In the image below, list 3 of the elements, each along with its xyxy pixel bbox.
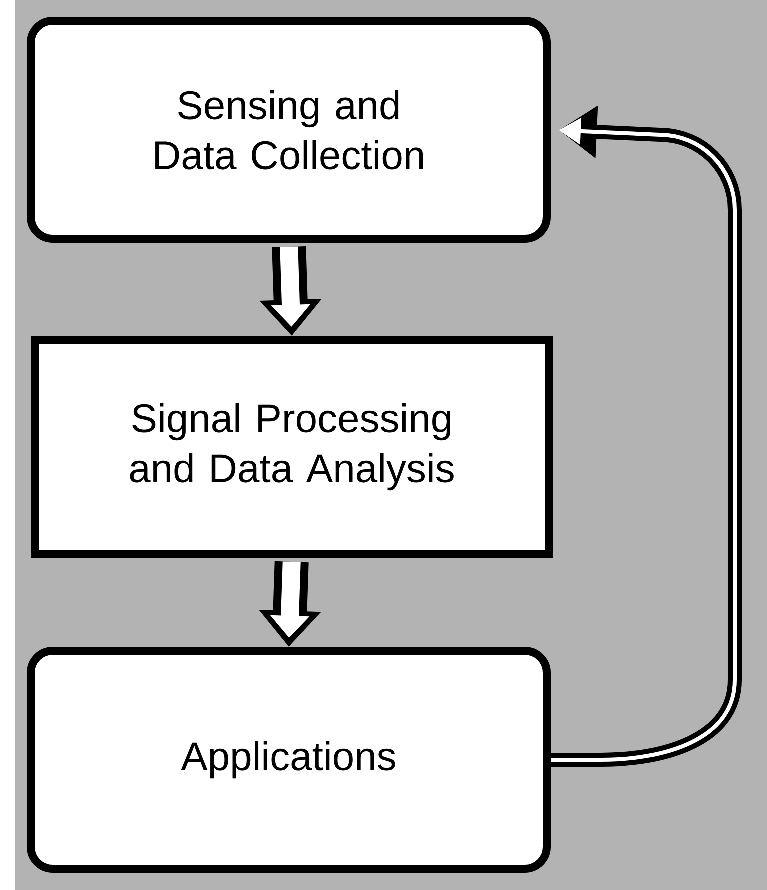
process-box: Applications [27,647,551,873]
process-box: Signal Processing and Data Analysis [31,336,553,558]
process-box: Sensing and Data Collection [27,17,551,243]
